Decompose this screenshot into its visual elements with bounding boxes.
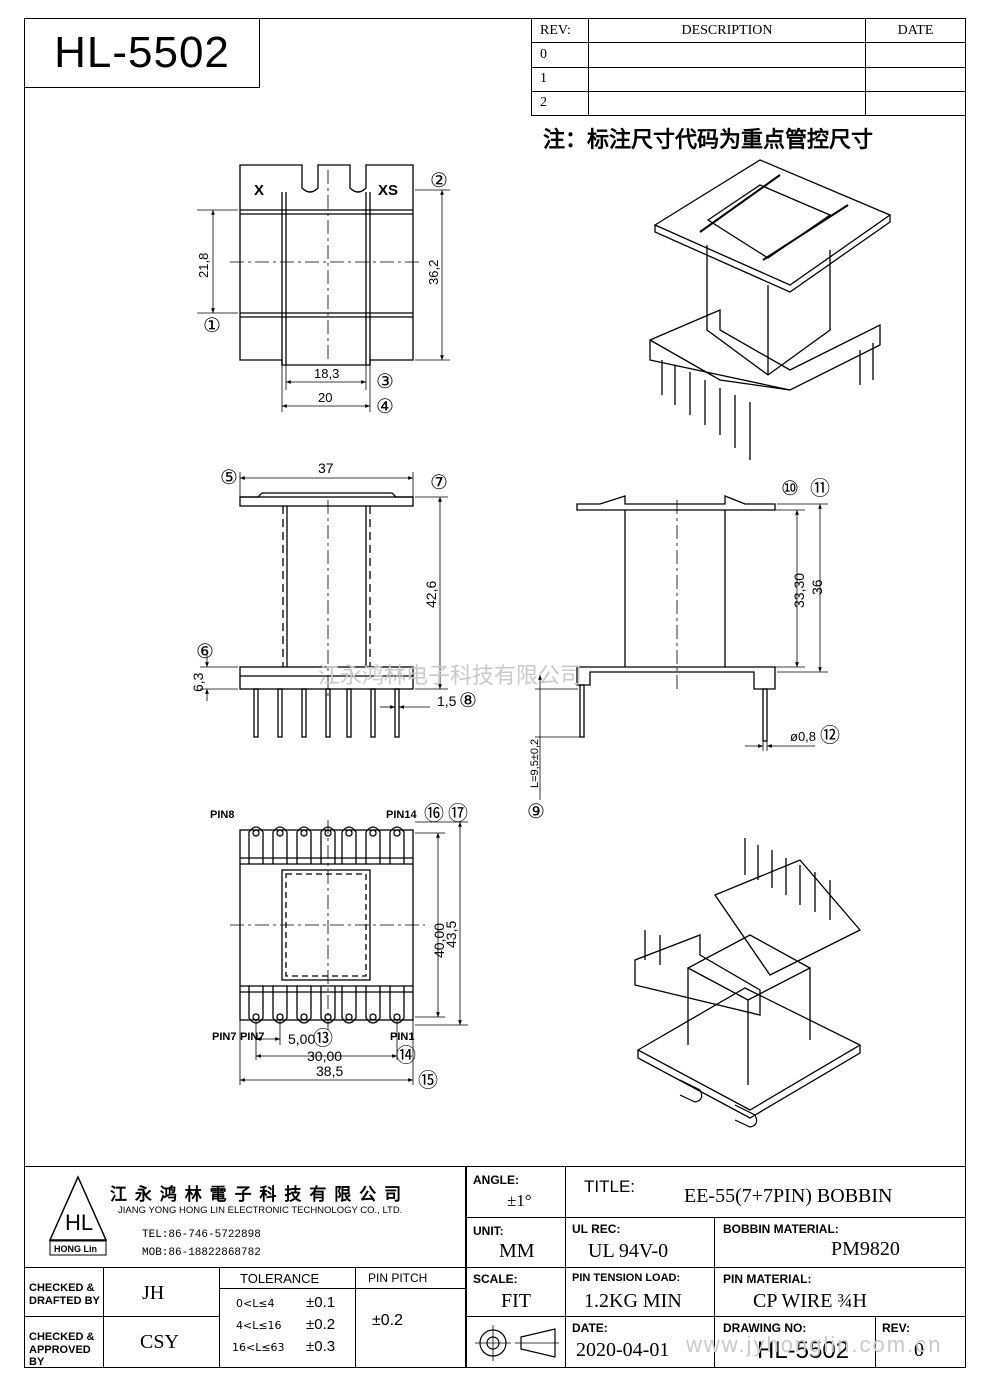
rev-row-2: 2 (531, 90, 589, 117)
rev-row-1: 1 (531, 66, 589, 92)
callout-9: ⑨ (527, 801, 545, 823)
callout-1: ① (203, 315, 221, 337)
dim-42-6: 42,6 (423, 581, 439, 608)
pin-tension-value: 1.2KG MIN (584, 1290, 682, 1312)
mark-xs: XS (378, 182, 398, 199)
dim-30-00: 30,00 (307, 1048, 342, 1064)
drawing-no-value: HL-5502 (757, 1337, 850, 1364)
dim-5-00: 5,00 (288, 1031, 315, 1047)
dim-18-3: 18,3 (314, 366, 339, 381)
scale-value: FIT (501, 1290, 531, 1312)
label-pin7-second: PIN7 (240, 1031, 264, 1043)
dim-40-00: 40,00 (431, 923, 447, 958)
dim-pin-diameter: ø0,8 (790, 729, 816, 744)
label-pin1: PIN1 (390, 1031, 414, 1043)
callout-5: ⑤ (220, 467, 238, 489)
title-cell: TITLE: EE-55(7+7PIN) BOBBIN (565, 1166, 966, 1218)
angle-value: ±1° (507, 1191, 532, 1210)
drawing-views: X XS 21,8 36,2 18,3 20 37 42,6 6,3 1,5 3… (190, 159, 892, 1128)
model-title: HL-5502 (24, 18, 260, 88)
watermark-company: 江永鸿林电子科技有限公司 (318, 664, 583, 689)
dim-33-30: 33,30 (791, 573, 807, 608)
callout-2: ② (430, 170, 448, 192)
ul-rec-value: UL 94V-0 (588, 1240, 669, 1262)
control-note: 注：标注尺寸代码为重点管控尺寸 (543, 128, 874, 153)
dim-20: 20 (318, 390, 332, 405)
mark-x: X (254, 182, 264, 199)
callout-17: ⑰ (448, 802, 468, 825)
callout-7: ⑦ (430, 472, 448, 494)
callout-6: ⑥ (196, 641, 214, 663)
rev-header-rev: REV: (531, 17, 589, 44)
callout-12: ⑫ (820, 724, 840, 747)
company-name-en: JIANG YONG HONG LIN ELECTRONIC TECHNOLOG… (118, 1205, 403, 1216)
ul-rec-cell: UL REC: UL 94V-0 (565, 1217, 715, 1268)
dim-pin-length: L=9,5±0,2 (529, 739, 541, 788)
pin-pitch-value: ±0.2 (372, 1312, 404, 1329)
bottom-pin-slots-top (248, 826, 405, 864)
rev-row-0: 0 (531, 42, 589, 68)
dim-36: 36 (809, 579, 825, 595)
callout-16: ⑯ (424, 802, 444, 825)
callout-3: ③ (376, 371, 394, 393)
label-pin14: PIN14 (386, 809, 417, 821)
side-view (535, 495, 828, 800)
callout-10: ⑩ (781, 478, 799, 500)
callout-13: ⑬ (313, 1027, 333, 1050)
label-pin8: PIN8 (210, 809, 234, 821)
pin-material-value: CP WIRE ¾H (753, 1290, 867, 1312)
svg-text:HL: HL (65, 1210, 93, 1235)
rev-header-date: DATE (865, 17, 966, 44)
svg-text:HONG Lin: HONG Lin (54, 1244, 97, 1254)
dim-6-3: 6,3 (190, 672, 206, 692)
company-logo-icon: HL HONG Lin (48, 1175, 108, 1256)
bobbin-material-value: PM9820 (831, 1238, 900, 1260)
label-pin7: PIN7 (212, 1031, 236, 1043)
callout-4: ④ (376, 396, 394, 418)
isometric-view-top (649, 159, 892, 460)
unit-cell: UNIT: MM (466, 1217, 566, 1268)
pin-pitch-cell: PIN PITCH ±0.2 (355, 1267, 467, 1368)
drafted-by-value: JH (142, 1282, 165, 1304)
watermark-website: www.jyhonglin.com.cn (686, 1332, 943, 1357)
dim-1-5: 1,5 (437, 693, 457, 709)
dim-36-2: 36,2 (426, 260, 441, 285)
angle-cell: ANGLE: ±1° (466, 1166, 566, 1218)
bottom-view (230, 820, 468, 1085)
company-tel: TEL:86-746-5722898 (142, 1229, 261, 1241)
projection-symbol-cell (466, 1316, 566, 1368)
isometric-view-bottom (634, 838, 862, 1128)
callout-15: ⑮ (418, 1069, 438, 1092)
title-value: EE-55(7+7PIN) BOBBIN (684, 1185, 893, 1207)
callout-14: ⑭ (396, 1044, 416, 1067)
bobbin-material-cell: BOBBIN MATERIAL: PM9820 (714, 1217, 966, 1268)
dim-37: 37 (318, 460, 334, 476)
callout-8: ⑧ (459, 690, 477, 712)
dim-38-5: 38,5 (316, 1063, 343, 1079)
unit-value: MM (499, 1240, 535, 1262)
dim-21-8: 21,8 (196, 253, 211, 278)
company-name-cn: 江 永 鸿 林 電 子 科 技 有 限 公 司 (110, 1185, 403, 1205)
dim-43-5: 43,5 (443, 921, 459, 948)
tolerance-cell: TOLERANCE 0<L≤4 ±0.1 4<L≤16 ±0.2 16<L≤63… (219, 1267, 357, 1368)
projection-symbol-icon (475, 1325, 559, 1361)
date-value: 2020-04-01 (576, 1339, 670, 1361)
callout-11: ⑪ (810, 477, 830, 500)
company-mob: MOB:86-18822868782 (142, 1247, 261, 1259)
approved-by-value: CSY (140, 1331, 179, 1353)
top-view (197, 164, 450, 412)
rev-value: 0 (914, 1339, 924, 1361)
front-pins (253, 688, 400, 738)
revision-table: REV: DESCRIPTION DATE 0 1 2 (531, 17, 966, 117)
front-view (200, 472, 448, 738)
